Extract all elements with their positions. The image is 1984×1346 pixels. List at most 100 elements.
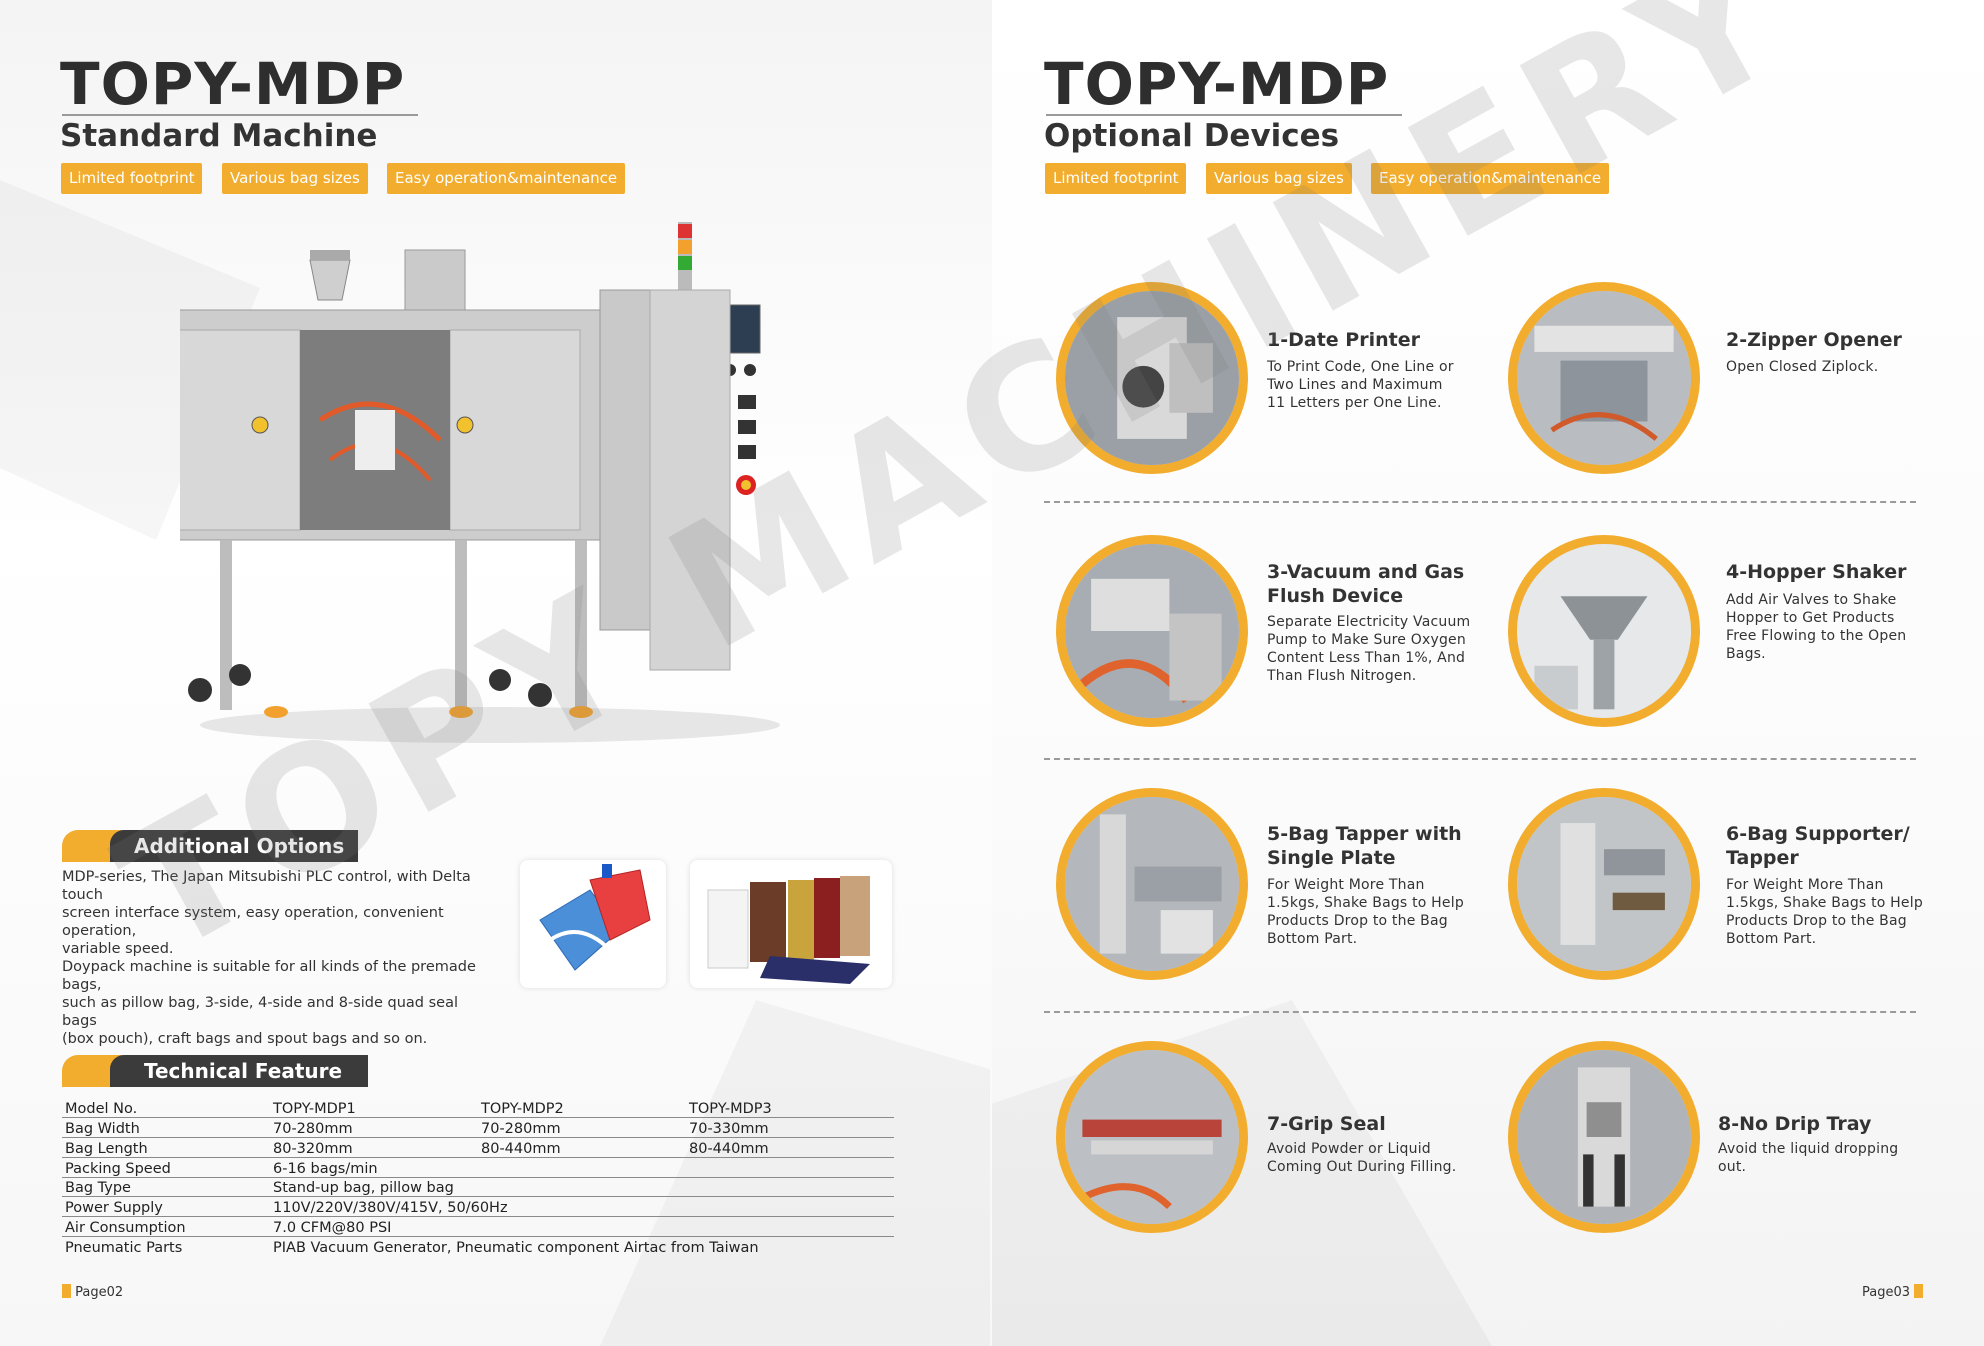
tag-various-bag-sizes: Various bag sizes bbox=[222, 163, 368, 194]
text-line: such as pillow bag, 3-side, 4-side and 8… bbox=[62, 995, 459, 1029]
desc-line: Coming Out During Filling. bbox=[1267, 1159, 1457, 1175]
spec-value: PIAB Vacuum Generator, Pneumatic compone… bbox=[273, 1240, 759, 1257]
spec-value: 80-320mm bbox=[270, 1137, 478, 1158]
vacuum-gas-flush-image bbox=[1056, 535, 1248, 727]
desc-line: Bottom Part. bbox=[1726, 931, 1817, 947]
spec-label: Bag Width bbox=[62, 1117, 270, 1139]
device-desc: To Print Code, One Line or Two Lines and… bbox=[1267, 358, 1454, 412]
spec-label: Bag Length bbox=[62, 1137, 270, 1158]
table-row: Pneumatic Parts PIAB Vacuum Generator, P… bbox=[62, 1237, 894, 1257]
desc-line: 1.5kgs, Shake Bags to Help bbox=[1726, 895, 1923, 911]
device-title: 8-No Drip Tray bbox=[1718, 1112, 1871, 1136]
grip-seal-image bbox=[1056, 1041, 1248, 1233]
tag-easy-operation: Easy operation&maintenance bbox=[1371, 163, 1610, 194]
device-desc: Open Closed Ziplock. bbox=[1726, 358, 1878, 376]
desc-line: To Print Code, One Line or bbox=[1267, 359, 1454, 375]
desc-line: Pump to Make Sure Oxygen bbox=[1267, 632, 1466, 648]
title-line: Tapper bbox=[1726, 847, 1799, 869]
desc-line: out. bbox=[1718, 1159, 1747, 1175]
desc-line: Products Drop to the Bag bbox=[1267, 913, 1448, 929]
desc-line: Bags. bbox=[1726, 646, 1766, 662]
page-title: TOPY-MDP bbox=[60, 50, 406, 118]
spec-value: 70-330mm bbox=[686, 1117, 894, 1139]
additional-options-text: MDP-series, The Japan Mitsubishi PLC con… bbox=[62, 868, 492, 1048]
spec-value: TOPY-MDP3 bbox=[686, 1098, 894, 1119]
title-line: 8-No Drip Tray bbox=[1718, 1113, 1872, 1135]
title-line: Single Plate bbox=[1267, 847, 1396, 869]
device-title: 3-Vacuum and Gas Flush Device bbox=[1267, 560, 1464, 608]
device-desc: For Weight More Than 1.5kgs, Shake Bags … bbox=[1726, 876, 1923, 948]
device-title: 4-Hopper Shaker bbox=[1726, 560, 1907, 584]
spec-table: Model No. TOPY-MDP1 TOPY-MDP2 TOPY-MDP3 … bbox=[62, 1098, 894, 1256]
desc-line: Products Drop to the Bag bbox=[1726, 913, 1907, 929]
title-line: 1-Date Printer bbox=[1267, 329, 1420, 351]
spec-label: Bag Type bbox=[62, 1177, 270, 1198]
device-desc: Add Air Valves to Shake Hopper to Get Pr… bbox=[1726, 591, 1906, 663]
title-rule bbox=[1046, 114, 1402, 116]
spec-label: Packing Speed bbox=[62, 1157, 270, 1178]
desc-line: Two Lines and Maximum bbox=[1267, 377, 1443, 393]
heading-label: Technical Feature bbox=[110, 1055, 369, 1087]
zipper-opener-image bbox=[1508, 282, 1700, 474]
spec-value: 80-440mm bbox=[686, 1137, 894, 1158]
title-rule bbox=[62, 114, 418, 116]
device-desc: For Weight More Than 1.5kgs, Shake Bags … bbox=[1267, 876, 1464, 948]
page-number-label: Page03 bbox=[1862, 1285, 1911, 1300]
spec-label: Air Consumption bbox=[62, 1216, 270, 1238]
divider bbox=[1044, 501, 1916, 503]
page-marker bbox=[1914, 1284, 1924, 1298]
tag-easy-operation: Easy operation&maintenance bbox=[387, 163, 626, 194]
page-subtitle: Optional Devices bbox=[1044, 118, 1340, 154]
spec-value: 6-16 bags/min bbox=[270, 1157, 894, 1178]
device-title: 5-Bag Tapper with Single Plate bbox=[1267, 822, 1462, 870]
divider bbox=[1044, 758, 1916, 760]
spec-value: 7.0 CFM@80 PSI bbox=[270, 1216, 894, 1238]
spec-value: 110V/220V/380V/415V, 50/60Hz bbox=[270, 1196, 894, 1218]
table-row: Bag Width 70-280mm 70-280mm 70-330mm bbox=[62, 1117, 894, 1139]
table-row: Packing Speed 6-16 bags/min bbox=[62, 1157, 894, 1178]
spec-value: Stand-up bag, pillow bag bbox=[270, 1177, 894, 1198]
page-number-label: Page02 bbox=[75, 1285, 124, 1300]
bag-tapper-single-plate-image bbox=[1056, 788, 1248, 980]
additional-options-heading: Additional Options bbox=[62, 830, 359, 862]
title-line: Flush Device bbox=[1267, 585, 1404, 607]
desc-line: Hopper to Get Products bbox=[1726, 610, 1895, 626]
desc-line: Content Less Than 1%, And bbox=[1267, 650, 1466, 666]
device-desc: Avoid Powder or Liquid Coming Out During… bbox=[1267, 1140, 1456, 1176]
title-line: 2-Zipper Opener bbox=[1726, 329, 1902, 351]
device-title: 7-Grip Seal bbox=[1267, 1112, 1386, 1136]
desc-line: 1.5kgs, Shake Bags to Help bbox=[1267, 895, 1464, 911]
page-title: TOPY-MDP bbox=[1044, 50, 1390, 118]
hopper-shaker-image bbox=[1508, 535, 1700, 727]
spec-value: 80-440mm bbox=[478, 1137, 686, 1158]
text-line: variable speed. bbox=[62, 941, 174, 957]
table-row: Bag Type Stand-up bag, pillow bag bbox=[62, 1177, 894, 1198]
tag-various-bag-sizes: Various bag sizes bbox=[1206, 163, 1352, 194]
text-line: MDP-series, The Japan Mitsubishi PLC con… bbox=[62, 869, 471, 903]
device-desc: Avoid the liquid dropping out. bbox=[1718, 1140, 1898, 1176]
title-line: 4-Hopper Shaker bbox=[1726, 561, 1907, 583]
desc-line: 11 Letters per One Line. bbox=[1267, 395, 1442, 411]
machine-illustration bbox=[180, 222, 780, 743]
desc-line: Add Air Valves to Shake bbox=[1726, 592, 1897, 608]
table-row: Model No. TOPY-MDP1 TOPY-MDP2 TOPY-MDP3 bbox=[62, 1098, 894, 1119]
page-right: TOPY-MDP Optional Devices Limited footpr… bbox=[992, 0, 1984, 1346]
tag-limited-footprint: Limited footprint bbox=[61, 163, 203, 194]
spec-value: TOPY-MDP2 bbox=[478, 1098, 686, 1119]
table-row: Power Supply 110V/220V/380V/415V, 50/60H… bbox=[62, 1196, 894, 1218]
title-line: 6-Bag Supporter/ bbox=[1726, 823, 1910, 845]
spec-value: 70-280mm bbox=[270, 1117, 478, 1139]
technical-feature-heading: Technical Feature bbox=[62, 1055, 369, 1087]
tag-limited-footprint: Limited footprint bbox=[1045, 163, 1187, 194]
page-left: TOPY-MDP Standard Machine Limited footpr… bbox=[0, 0, 992, 1346]
desc-line: For Weight More Than bbox=[1267, 877, 1425, 893]
page-number: Page03 bbox=[1862, 1284, 1924, 1300]
device-title: 1-Date Printer bbox=[1267, 328, 1420, 352]
date-printer-image bbox=[1056, 282, 1248, 474]
spec-value: 70-280mm bbox=[478, 1117, 686, 1139]
desc-line: Bottom Part. bbox=[1267, 931, 1358, 947]
page-number: Page02 bbox=[62, 1284, 123, 1300]
desc-line: Avoid the liquid dropping bbox=[1718, 1141, 1899, 1157]
divider bbox=[1044, 1011, 1916, 1013]
text-line: Doypack machine is suitable for all kind… bbox=[62, 959, 476, 993]
